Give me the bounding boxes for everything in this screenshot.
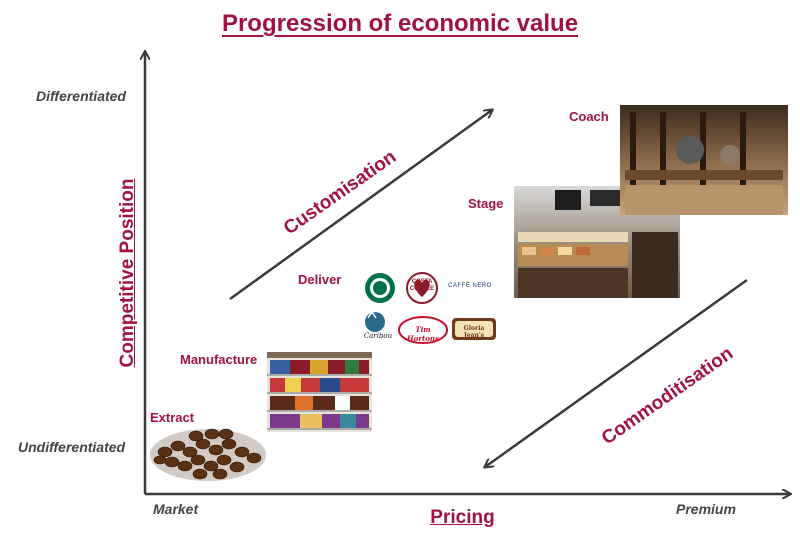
roastery-interior-image — [620, 105, 788, 215]
costa-logo-text: COSTA COFFEE — [409, 279, 435, 292]
supermarket-shelf-image — [267, 352, 372, 432]
y-axis-bottom-label: Undifferentiated — [18, 439, 126, 455]
stage-coach-label: Coach — [569, 109, 609, 124]
caffe-nero-logo — [445, 280, 495, 294]
y-axis-top-label: Differentiated — [36, 88, 126, 104]
caffe-nero-logo-text: CAFFÈ NERO — [448, 283, 492, 289]
cafe-counter-image — [514, 186, 680, 298]
caribou-logo-text: Caribou — [363, 332, 393, 340]
gloria-jeans-logo-text: Gloria Jean's — [463, 325, 485, 339]
tim-hortons-logo — [398, 316, 448, 344]
x-axis-right-label: Premium — [676, 501, 736, 517]
coffee-beans-image — [150, 428, 266, 481]
x-axis-label: Pricing — [430, 507, 495, 528]
gloria-jeans-logo — [452, 318, 496, 340]
y-axis-label: Competitive Position — [117, 178, 138, 368]
stage-manufacture-label: Manufacture — [180, 352, 258, 367]
costa-logo — [406, 272, 438, 304]
customisation-arrow — [229, 110, 492, 301]
x-axis-left-label: Market — [153, 501, 199, 517]
starbucks-logo — [365, 273, 395, 303]
stage-deliver-label: Deliver — [298, 272, 342, 287]
page-title: Progression of economic value — [221, 10, 579, 37]
stage-extract-label: Extract — [150, 410, 195, 425]
caribou-logo — [365, 307, 385, 332]
commoditisation-arrow — [485, 278, 748, 467]
stage-stage-label: Stage — [468, 196, 504, 211]
tim-hortons-logo-text: Tim Hortons — [407, 325, 439, 343]
